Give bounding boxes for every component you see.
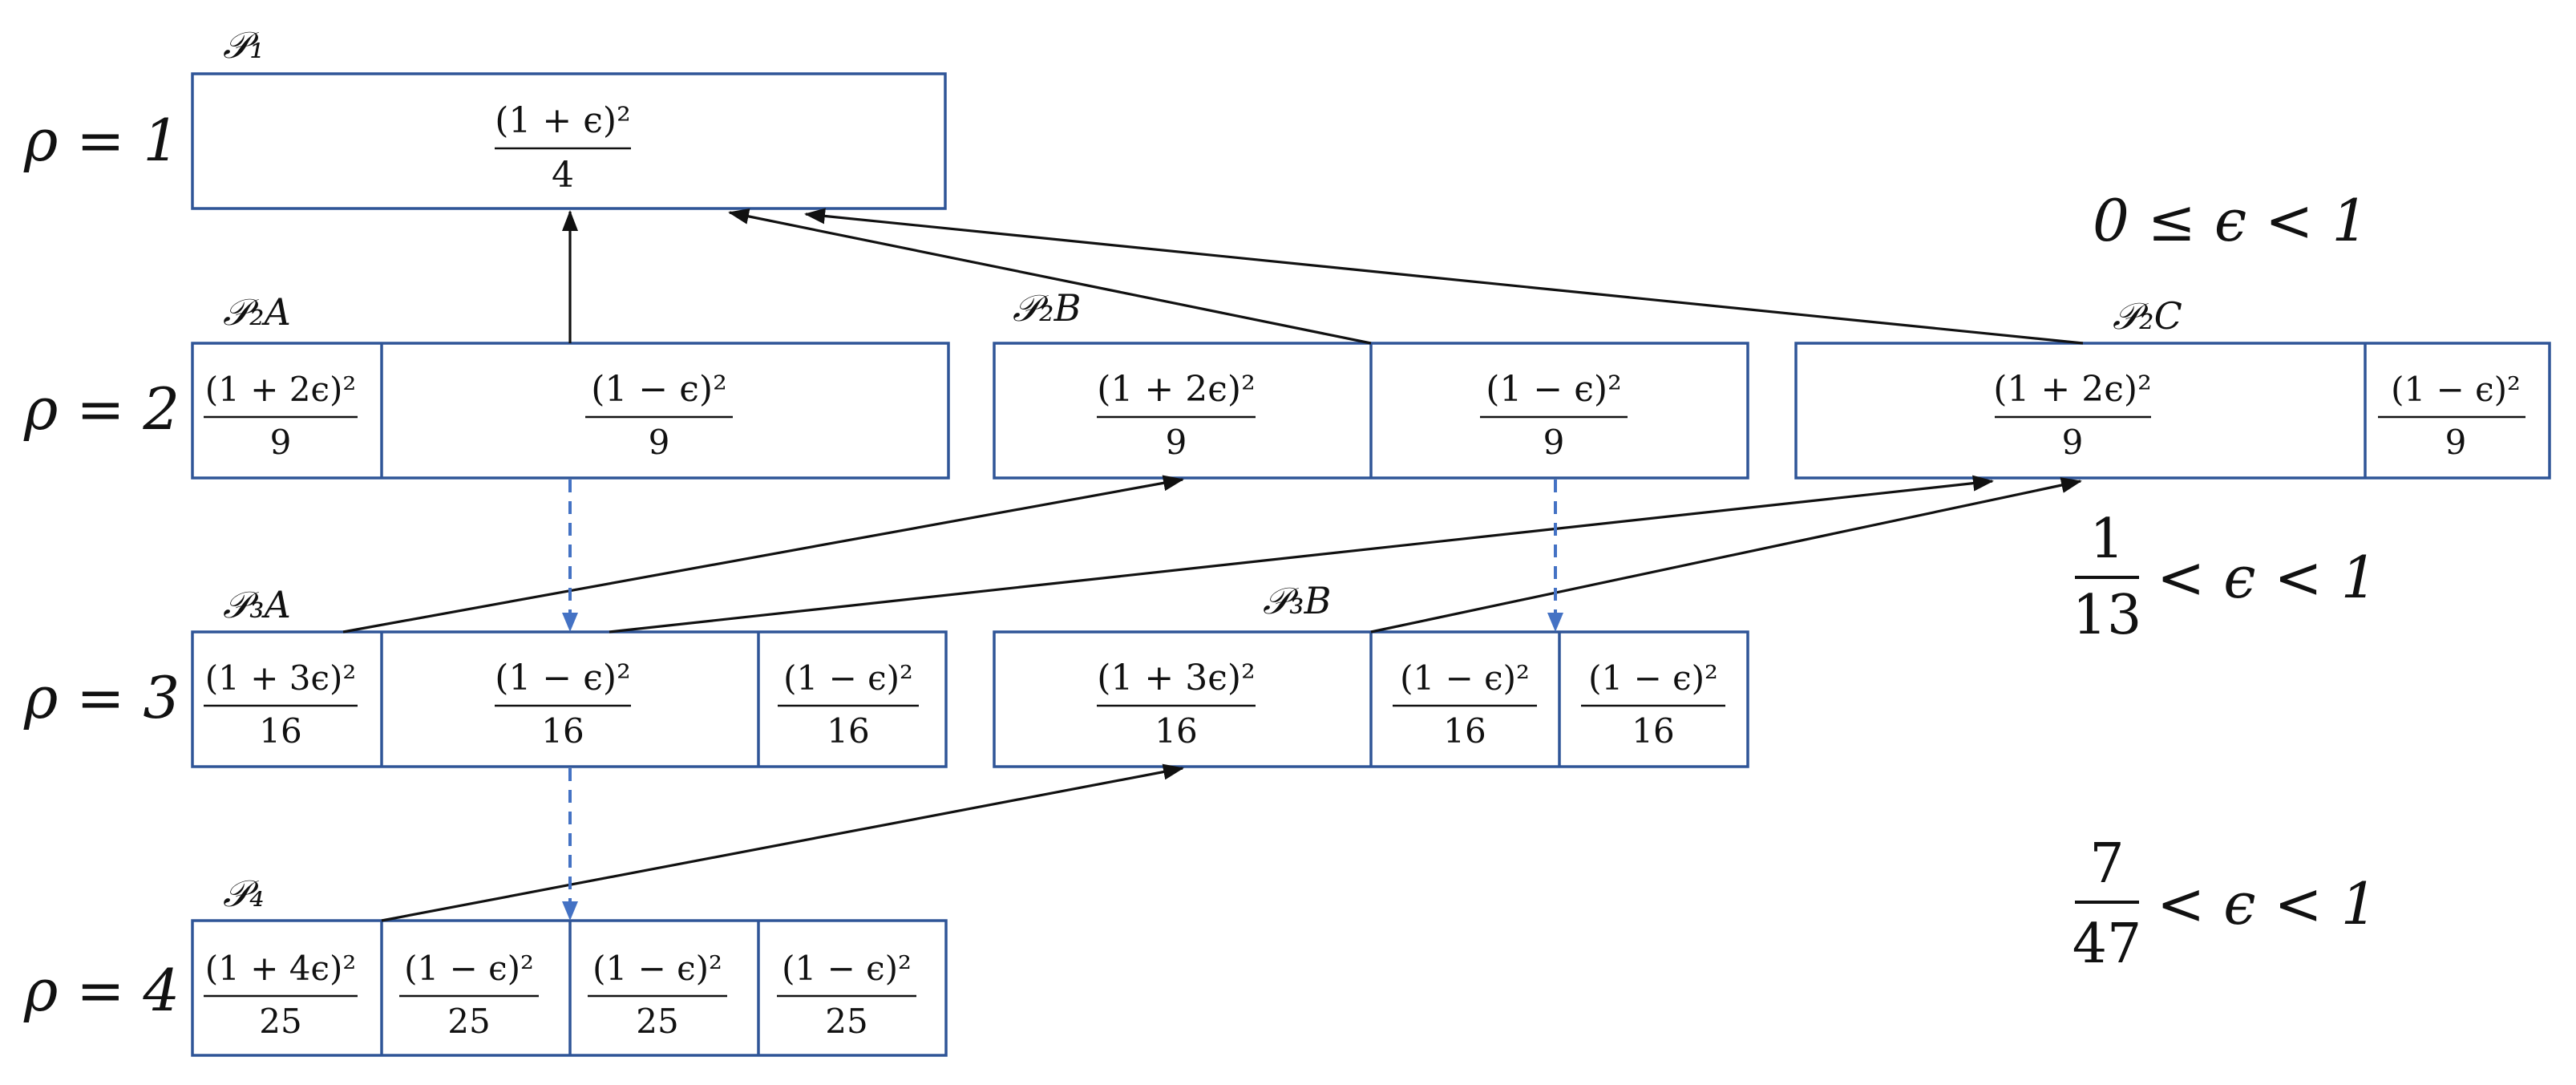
arrow-p3b-to-p2c — [1370, 477, 2082, 634]
svg-text:(1 + ϵ)²: (1 + ϵ)² — [495, 100, 630, 141]
svg-text:< ϵ < 1: < ϵ < 1 — [2157, 544, 2377, 611]
svg-text:7: 7 — [2089, 832, 2124, 896]
svg-text:(1 + 3ϵ)²: (1 + 3ϵ)² — [1097, 658, 1255, 698]
partition-label-p2c: 𝒫₂C — [2113, 294, 2182, 338]
svg-text:13: 13 — [2073, 584, 2142, 647]
svg-text:(1 + 2ϵ)²: (1 + 2ϵ)² — [205, 370, 356, 409]
partition-label-p2a: 𝒫₂A — [223, 290, 291, 334]
svg-text:(1 − ϵ)²: (1 − ϵ)² — [1588, 658, 1718, 698]
cell-p3a-1: (1 − ϵ)² 16 — [495, 658, 631, 751]
svg-text:47: 47 — [2073, 913, 2142, 976]
svg-text:(1 − ϵ)²: (1 − ϵ)² — [782, 949, 912, 988]
row-label-rho-1: ρ = 1 — [23, 107, 180, 174]
partition-box-p3a — [191, 630, 948, 768]
svg-text:25: 25 — [636, 1002, 678, 1041]
arrow-p4-to-p3b — [381, 763, 1184, 922]
arrow-p2b-to-p1 — [728, 208, 1372, 345]
svg-text:25: 25 — [259, 1002, 301, 1041]
svg-text:9: 9 — [2445, 423, 2467, 462]
arrow-p3a-to-p2b — [342, 475, 1184, 634]
svg-text:(1 − ϵ)²: (1 − ϵ)² — [404, 949, 534, 988]
svg-text:9: 9 — [1543, 423, 1565, 462]
svg-text:16: 16 — [259, 711, 301, 751]
svg-text:9: 9 — [270, 423, 292, 462]
arrow-p3a-to-p2c — [609, 475, 1994, 634]
cell-p2a-0: (1 + 2ϵ)² 9 — [204, 370, 358, 462]
cell-p1-0: (1 + ϵ)² 4 — [495, 100, 631, 196]
svg-text:16: 16 — [1632, 711, 1674, 751]
svg-text:1: 1 — [2089, 508, 2124, 571]
row-label-rho-3: ρ = 3 — [23, 664, 180, 731]
cell-p4-0: (1 + 4ϵ)² 25 — [204, 949, 358, 1041]
svg-text:(1 + 3ϵ)²: (1 + 3ϵ)² — [205, 658, 356, 698]
cell-p3a-0: (1 + 3ϵ)² 16 — [204, 658, 358, 751]
partition-box-p2c — [1794, 342, 2551, 480]
condition-epsilon-1-13: 1 13 < ϵ < 1 — [2073, 508, 2378, 647]
svg-text:< ϵ < 1: < ϵ < 1 — [2157, 870, 2377, 937]
svg-text:16: 16 — [1155, 711, 1197, 751]
svg-text:16: 16 — [541, 711, 584, 751]
svg-text:(1 − ϵ)²: (1 − ϵ)² — [591, 369, 726, 410]
partition-label-p3a: 𝒫₃A — [223, 583, 291, 626]
cell-p2c-0: (1 + 2ϵ)² 9 — [1993, 369, 2151, 462]
partition-box-p2a — [191, 342, 950, 480]
partition-label-p3b: 𝒫₃B — [1263, 579, 1331, 622]
svg-text:(1 − ϵ)²: (1 − ϵ)² — [1400, 658, 1530, 698]
svg-text:9: 9 — [1166, 423, 1187, 462]
partition-label-p1: 𝒫₁ — [223, 23, 265, 67]
cell-p3a-2: (1 − ϵ)² 16 — [778, 658, 919, 751]
svg-text:(1 − ϵ)²: (1 − ϵ)² — [2391, 370, 2521, 409]
svg-text:(1 + 2ϵ)²: (1 + 2ϵ)² — [1993, 369, 2151, 410]
condition-epsilon-7-47: 7 47 < ϵ < 1 — [2073, 832, 2378, 976]
row-label-rho-2: ρ = 2 — [23, 375, 180, 443]
cell-p3b-0: (1 + 3ϵ)² 16 — [1097, 658, 1256, 751]
svg-text:(1 − ϵ)²: (1 − ϵ)² — [592, 949, 722, 988]
svg-text:(1 − ϵ)²: (1 − ϵ)² — [783, 658, 913, 698]
svg-text:(1 − ϵ)²: (1 − ϵ)² — [1486, 369, 1621, 410]
svg-text:(1 + 4ϵ)²: (1 + 4ϵ)² — [205, 949, 356, 988]
cell-p3b-1: (1 − ϵ)² 16 — [1393, 658, 1537, 751]
svg-text:16: 16 — [827, 711, 869, 751]
cell-p4-3: (1 − ϵ)² 25 — [777, 949, 916, 1041]
cell-p2b-0: (1 + 2ϵ)² 9 — [1097, 369, 1256, 462]
partition-label-p4: 𝒫₄ — [223, 872, 265, 915]
cell-p4-1: (1 − ϵ)² 25 — [399, 949, 539, 1041]
svg-text:(1 − ϵ)²: (1 − ϵ)² — [495, 658, 630, 698]
svg-text:25: 25 — [825, 1002, 867, 1041]
row-label-rho-4: ρ = 4 — [23, 957, 180, 1024]
svg-text:(1 + 2ϵ)²: (1 + 2ϵ)² — [1097, 369, 1255, 410]
cell-p2a-1: (1 − ϵ)² 9 — [585, 369, 733, 462]
cell-p2b-1: (1 − ϵ)² 9 — [1480, 369, 1628, 462]
svg-text:25: 25 — [447, 1002, 490, 1041]
svg-text:4: 4 — [552, 155, 574, 196]
svg-text:9: 9 — [649, 423, 670, 462]
cell-p2c-1: (1 − ϵ)² 9 — [2378, 370, 2525, 462]
partition-box-p1 — [191, 72, 947, 210]
arrow-p2c-to-p1 — [804, 208, 2084, 345]
cell-p4-2: (1 − ϵ)² 25 — [588, 949, 727, 1041]
partition-label-p2b: 𝒫₂B — [1013, 286, 1081, 330]
condition-epsilon-0: 0 ≤ ϵ < 1 — [2093, 187, 2368, 254]
svg-text:16: 16 — [1443, 711, 1486, 751]
svg-text:9: 9 — [2062, 423, 2084, 462]
cell-p3b-2: (1 − ϵ)² 16 — [1581, 658, 1725, 751]
